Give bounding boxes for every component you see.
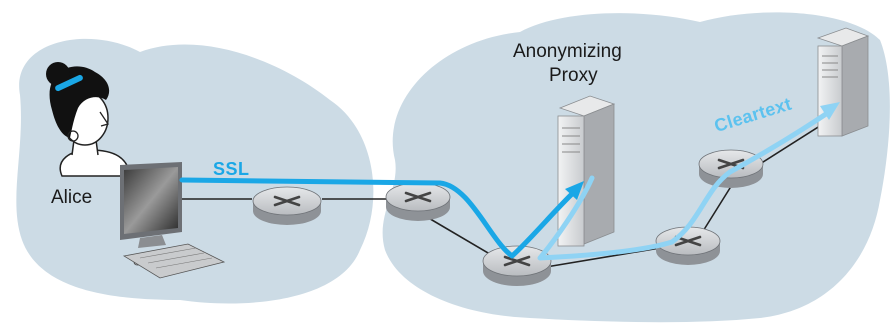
alice-label: Alice [51,187,93,208]
router-1-icon [252,186,322,225]
cleartext-arrowhead [820,102,840,120]
router-3-icon [482,245,552,286]
ssl-label: SSL [213,159,250,179]
cleartext-path-arrow [537,111,829,261]
ssl-path-arrow [179,177,577,259]
proxy-label-line1: Anonymizing [513,41,622,62]
right-network-cloud [382,12,890,323]
ssl-arrowhead [565,181,584,200]
alice-computer-icon [120,162,226,279]
alice-person-icon [46,62,131,177]
proxy-server-icon [557,95,616,247]
destination-server-icon [816,27,870,137]
router-2-icon [385,182,451,221]
proxy-label-line2: Proxy [549,65,598,86]
